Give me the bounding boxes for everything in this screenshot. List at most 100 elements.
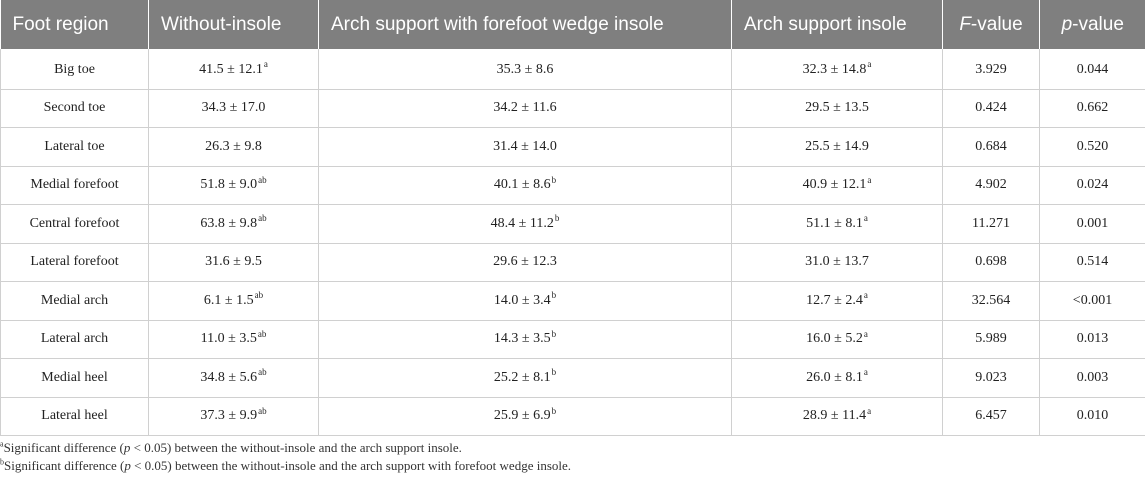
- cell-arch-insole: 12.7 ± 2.4a: [731, 281, 943, 321]
- cell-arch-insole-text: 16.0 ± 5.2: [806, 331, 863, 347]
- cell-f-value-text: 32.564: [971, 292, 1011, 308]
- significance-marker: ab: [257, 328, 267, 339]
- cell-arch-insole-text: 32.3 ± 14.8: [802, 61, 867, 77]
- cell-wedge-insole-text: 34.2 ± 11.6: [493, 100, 557, 116]
- cell-p-value: <0.001: [1039, 281, 1145, 321]
- significance-marker: ab: [258, 367, 267, 378]
- cell-without-insole-text: 63.8 ± 9.8: [200, 215, 258, 231]
- cell-without-insole: 31.6 ± 9.5: [148, 243, 319, 282]
- cell-wedge-insole: 40.1 ± 8.6b: [318, 166, 732, 205]
- cell-without-insole-text: 31.6 ± 9.5: [205, 254, 262, 270]
- cell-f-value: 3.929: [942, 49, 1040, 90]
- cell-without-insole-text: 41.5 ± 12.1: [199, 61, 263, 77]
- cell-arch-insole-text: 29.5 ± 13.5: [805, 100, 869, 116]
- header-wedge-insole: Arch support with forefoot wedge insole: [318, 0, 732, 49]
- cell-wedge-insole: 14.0 ± 3.4b: [318, 281, 732, 321]
- header-p-value: p-value: [1039, 0, 1145, 49]
- cell-f-value-text: 0.684: [975, 138, 1007, 154]
- significance-marker: ab: [258, 213, 267, 224]
- table-row: Lateral forefoot 31.6 ± 9.5 29.6 ± 12.3 31.…: [0, 243, 1145, 282]
- cell-wedge-insole-text: 29.6 ± 12.3: [493, 254, 557, 270]
- cell-p-value-text: 0.003: [1076, 369, 1109, 385]
- cell-arch-insole-text: 26.0 ± 8.1: [806, 369, 863, 385]
- cell-foot-region-text: Medial heel: [41, 369, 108, 385]
- cell-arch-insole-text: 51.1 ± 8.1: [806, 215, 863, 231]
- cell-f-value: 32.564: [942, 281, 1040, 321]
- cell-arch-insole: 25.5 ± 14.9: [731, 127, 943, 167]
- cell-f-value-text: 5.989: [975, 331, 1007, 347]
- cell-without-insole: 37.3 ± 9.9ab: [148, 397, 319, 436]
- cell-f-value-text: 9.023: [975, 369, 1007, 385]
- cell-p-value: 0.514: [1039, 243, 1145, 282]
- header-foot-region: Foot region: [0, 0, 149, 49]
- cell-p-value-text: 0.662: [1076, 100, 1109, 116]
- footnote-a-post: < 0.05) between the without-insole and t…: [130, 440, 462, 455]
- footnote-b-pre: Significant difference (: [4, 458, 125, 473]
- cell-without-insole: 34.3 ± 17.0: [148, 89, 319, 128]
- header-f-rest: -value: [970, 13, 1023, 35]
- significance-marker: a: [863, 290, 868, 301]
- cell-foot-region: Big toe: [0, 49, 149, 90]
- cell-foot-region-text: Lateral heel: [41, 408, 108, 424]
- cell-f-value: 6.457: [942, 397, 1040, 436]
- significance-marker: a: [867, 59, 872, 70]
- significance-marker: a: [863, 328, 868, 339]
- footnote-a-pre: Significant difference (: [3, 440, 124, 455]
- significance-marker: b: [551, 328, 557, 339]
- cell-p-value: 0.013: [1039, 320, 1145, 359]
- cell-f-value-text: 11.271: [972, 215, 1010, 231]
- significance-marker: b: [554, 213, 560, 224]
- cell-f-value: 0.684: [942, 127, 1040, 167]
- cell-f-value: 0.424: [942, 89, 1040, 128]
- cell-wedge-insole: 29.6 ± 12.3: [318, 243, 732, 282]
- cell-without-insole-text: 6.1 ± 1.5: [203, 292, 254, 308]
- cell-arch-insole: 32.3 ± 14.8a: [731, 49, 943, 90]
- cell-without-insole-text: 11.0 ± 3.5: [200, 331, 257, 347]
- footnote-b: bSignificant difference (p < 0.05) betwe…: [0, 457, 1145, 475]
- cell-wedge-insole-text: 35.3 ± 8.6: [496, 61, 554, 77]
- cell-without-insole: 63.8 ± 9.8ab: [148, 204, 319, 244]
- cell-foot-region-text: Lateral forefoot: [30, 254, 119, 270]
- header-without-insole: Without-insole: [148, 0, 319, 49]
- significance-marker: a: [867, 405, 872, 416]
- cell-wedge-insole-text: 25.2 ± 8.1: [493, 369, 551, 385]
- header-p-italic: p: [1061, 13, 1073, 35]
- cell-foot-region: Second toe: [0, 89, 149, 128]
- cell-arch-insole: 40.9 ± 12.1a: [731, 166, 943, 205]
- cell-foot-region-text: Second toe: [43, 100, 106, 116]
- cell-wedge-insole-text: 48.4 ± 11.2: [490, 215, 554, 231]
- cell-foot-region: Medial forefoot: [0, 166, 149, 205]
- cell-wedge-insole: 14.3 ± 3.5b: [318, 320, 732, 359]
- cell-wedge-insole: 25.2 ± 8.1b: [318, 358, 732, 398]
- cell-foot-region: Lateral forefoot: [0, 243, 149, 282]
- cell-foot-region-text: Big toe: [54, 61, 95, 77]
- significance-marker: a: [867, 174, 872, 185]
- cell-arch-insole: 31.0 ± 13.7: [731, 243, 943, 282]
- cell-p-value: 0.044: [1039, 49, 1145, 90]
- cell-arch-insole: 51.1 ± 8.1a: [731, 204, 943, 244]
- cell-wedge-insole-text: 14.3 ± 3.5: [493, 331, 551, 347]
- cell-f-value: 9.023: [942, 358, 1040, 398]
- cell-arch-insole: 26.0 ± 8.1a: [731, 358, 943, 398]
- data-table: Foot region Without-insole Arch support …: [0, 0, 1145, 436]
- cell-wedge-insole: 48.4 ± 11.2b: [318, 204, 732, 244]
- footnote-a-marker: a: [0, 439, 4, 449]
- cell-p-value-text: 0.013: [1076, 331, 1109, 347]
- cell-wedge-insole: 25.9 ± 6.9b: [318, 397, 732, 436]
- header-f-italic: F: [959, 13, 971, 35]
- cell-p-value: 0.024: [1039, 166, 1145, 205]
- cell-wedge-insole-text: 14.0 ± 3.4: [493, 292, 551, 308]
- cell-p-value: 0.003: [1039, 358, 1145, 398]
- significance-marker: b: [551, 405, 557, 416]
- significance-marker: b: [551, 174, 557, 185]
- cell-f-value-text: 0.424: [975, 100, 1007, 116]
- cell-wedge-insole: 31.4 ± 14.0: [318, 127, 732, 167]
- significance-marker: b: [551, 367, 557, 378]
- cell-arch-insole-text: 31.0 ± 13.7: [805, 254, 869, 270]
- header-row: Foot region Without-insole Arch support …: [0, 0, 1145, 49]
- cell-p-value-text: 0.520: [1076, 138, 1109, 154]
- footnote-b-marker: b: [0, 457, 4, 467]
